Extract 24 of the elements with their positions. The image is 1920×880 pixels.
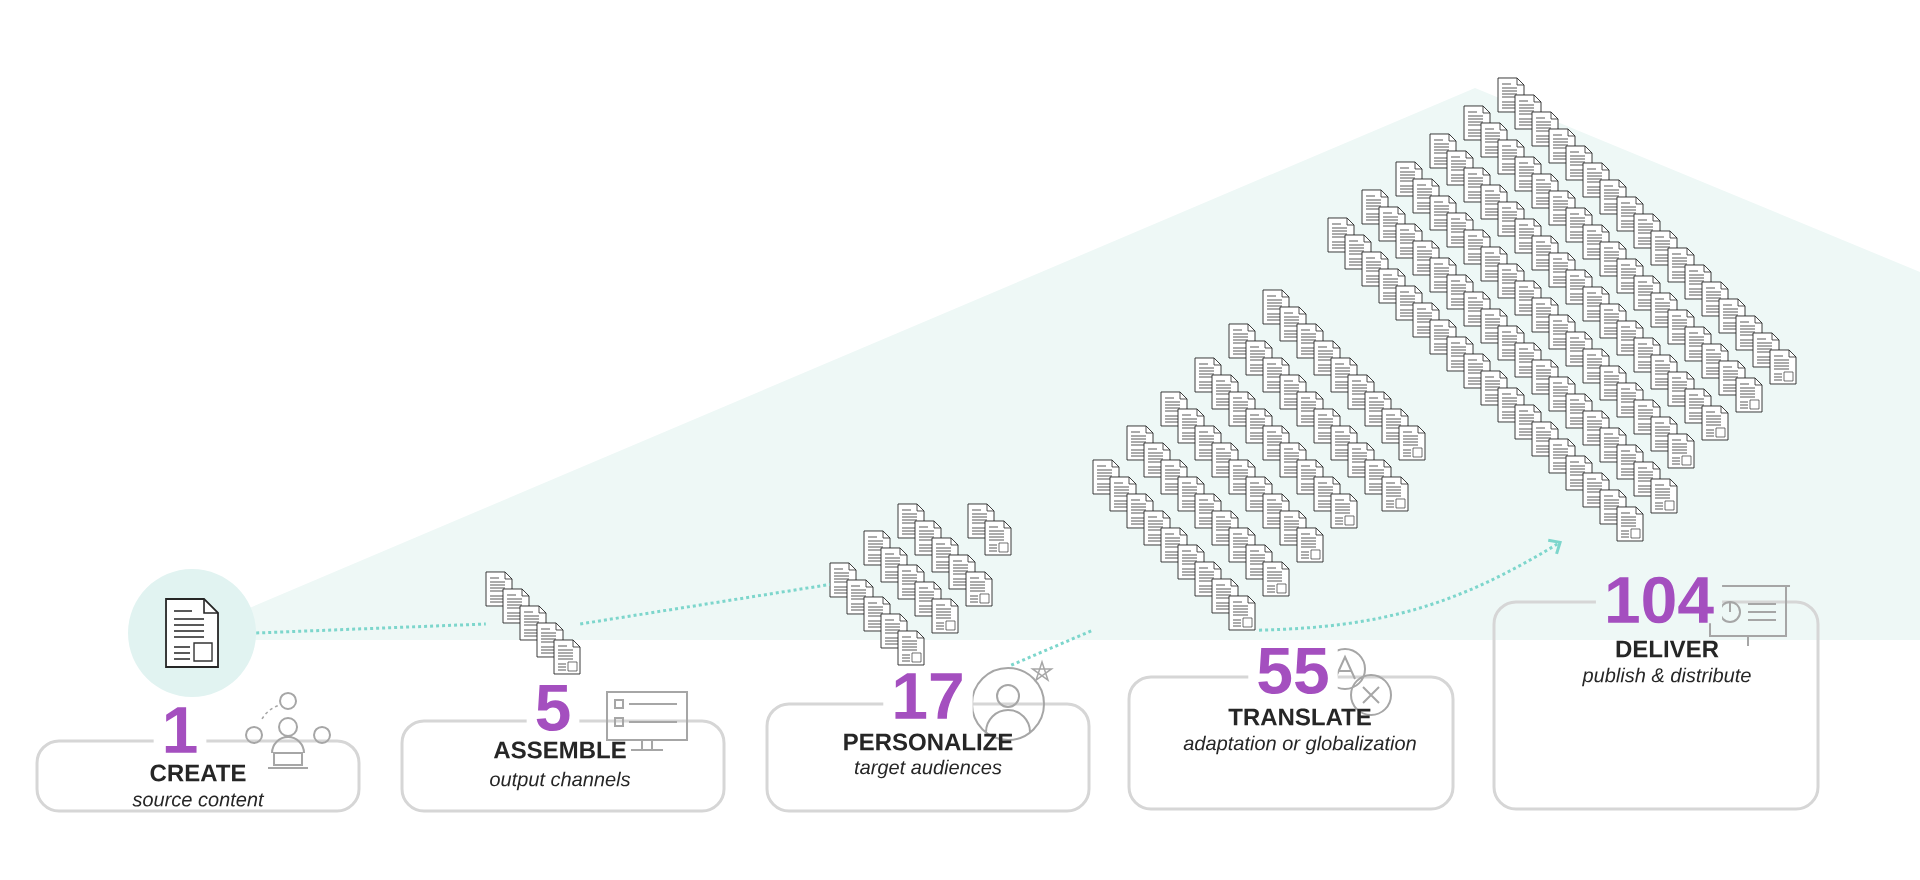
document-stack-drawing xyxy=(485,571,581,675)
step-title: ASSEMBLE xyxy=(493,741,626,759)
step-number: 17 xyxy=(883,673,973,719)
step-subtitle: adaptation or globalization xyxy=(1183,735,1416,755)
step-title: TRANSLATE xyxy=(1228,708,1371,726)
step-number: 104 xyxy=(1595,576,1723,624)
document-circle xyxy=(128,569,256,697)
step-subtitle: publish & distribute xyxy=(1582,667,1751,687)
step-title: PERSONALIZE xyxy=(844,733,1013,751)
step-number: 55 xyxy=(1248,647,1338,694)
dotted-connector xyxy=(579,583,831,626)
step-number: 1 xyxy=(153,707,207,753)
step-subtitle: source content xyxy=(132,793,265,807)
step-title: CREATE xyxy=(150,764,246,782)
dotted-connector xyxy=(1010,628,1094,667)
document-stack-drawing xyxy=(829,503,1012,666)
step-number: 5 xyxy=(526,684,580,731)
step-subtitle: target audiences xyxy=(855,759,1002,779)
step-subtitle: output channels xyxy=(490,771,631,791)
step-title: DELIVER xyxy=(1616,640,1719,658)
document-stack-drawing xyxy=(1092,289,1426,631)
document-stack-drawing xyxy=(1327,77,1797,542)
dotted-connector xyxy=(256,622,486,635)
dotted-connector xyxy=(1258,538,1562,632)
